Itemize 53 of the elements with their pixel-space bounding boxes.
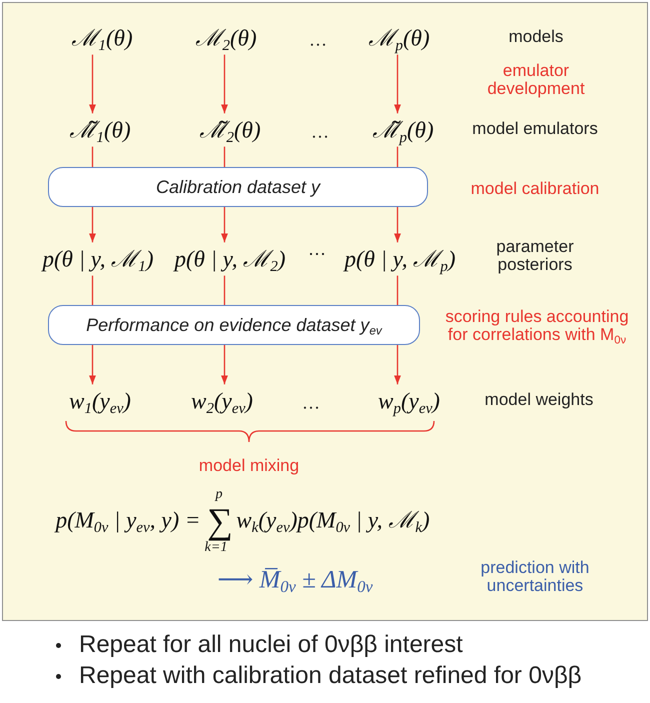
process-box	[48, 305, 420, 345]
bullet-text: Repeat for all nuclei of 0νββ interest	[79, 631, 463, 659]
math-expression: w$_{2}$(y$_{ev}$)	[191, 388, 253, 414]
arrow	[394, 207, 401, 242]
ellipsis: …	[302, 392, 320, 414]
arrow	[89, 54, 96, 114]
math-expression: ℳ$_{p}$(θ)	[368, 25, 430, 51]
arrow	[221, 54, 228, 114]
math-formula: p(M$_{0ν}$ | y$_{ev}$, y) =	[56, 507, 200, 533]
math-expression: ℳ$_{1}$(θ)	[71, 25, 133, 51]
step-label: prediction with uncertainties	[480, 559, 590, 595]
ellipsis: ⋯	[308, 243, 326, 265]
math-expression: ℳ$_{2}$(θ)	[195, 25, 257, 51]
connector-line	[224, 276, 226, 305]
math-expression: w$_{1}$(y$_{ev}$)	[69, 388, 131, 414]
connector-line	[396, 146, 398, 167]
arrow	[89, 345, 96, 384]
math-expression: p(θ | y, ℳ$_{1}$)	[42, 246, 154, 272]
process-box	[48, 167, 428, 207]
math-expression: ℳ̃$_{1}$(θ)	[69, 117, 131, 143]
step-label: emulator development	[486, 62, 586, 98]
math-expression: ℳ̃$_{2}$(θ)	[199, 117, 261, 143]
sum-limit: k=1	[204, 541, 228, 555]
row-caption: parameter posteriors	[495, 238, 575, 274]
math-expression: ℳ̃$_{p}$(θ)	[372, 117, 434, 143]
step-label: model calibration	[470, 180, 600, 198]
panel-background	[2, 2, 648, 621]
row-caption: model weights	[484, 391, 594, 409]
arrow	[221, 207, 228, 242]
row-caption: models	[508, 28, 564, 46]
math-expression: p(θ | y, ℳ$_{p}$)	[344, 246, 456, 272]
connector-line	[92, 276, 94, 305]
ellipsis: …	[311, 122, 329, 142]
sum-limit: p	[216, 488, 222, 502]
connector-line	[396, 276, 398, 305]
connector-line	[92, 146, 94, 167]
result-formula: ⟶ M̅$_{0ν}$ ± ΔM$_{0ν}$	[217, 566, 373, 594]
math-expression: p(θ | y, ℳ$_{2}$)	[174, 246, 286, 272]
arrow	[394, 54, 401, 114]
arrow	[221, 345, 228, 384]
step-label: model mixing	[198, 457, 300, 475]
bullet-text: Repeat with calibration dataset refined for 0νββ	[79, 662, 582, 690]
ellipsis: …	[309, 30, 327, 50]
arrow	[394, 345, 401, 384]
row-caption: model emulators	[472, 120, 598, 138]
math-expression: w$_{p}$(y$_{ev}$)	[378, 388, 440, 414]
step-label: scoring rules accounting for correlations with M$_{0ν}$	[444, 308, 630, 344]
box-text: Performance on evidence dataset y$_{ev}$	[86, 314, 382, 336]
box-text: Calibration dataset y	[156, 176, 320, 198]
arrow	[89, 207, 96, 242]
connector-line	[224, 146, 226, 167]
math-formula: w$_{k}$(y$_{ev}$)p(M$_{0ν}$ | y, ℳ$_{k}$)	[236, 507, 430, 533]
sum-symbol: ∑	[207, 503, 233, 539]
